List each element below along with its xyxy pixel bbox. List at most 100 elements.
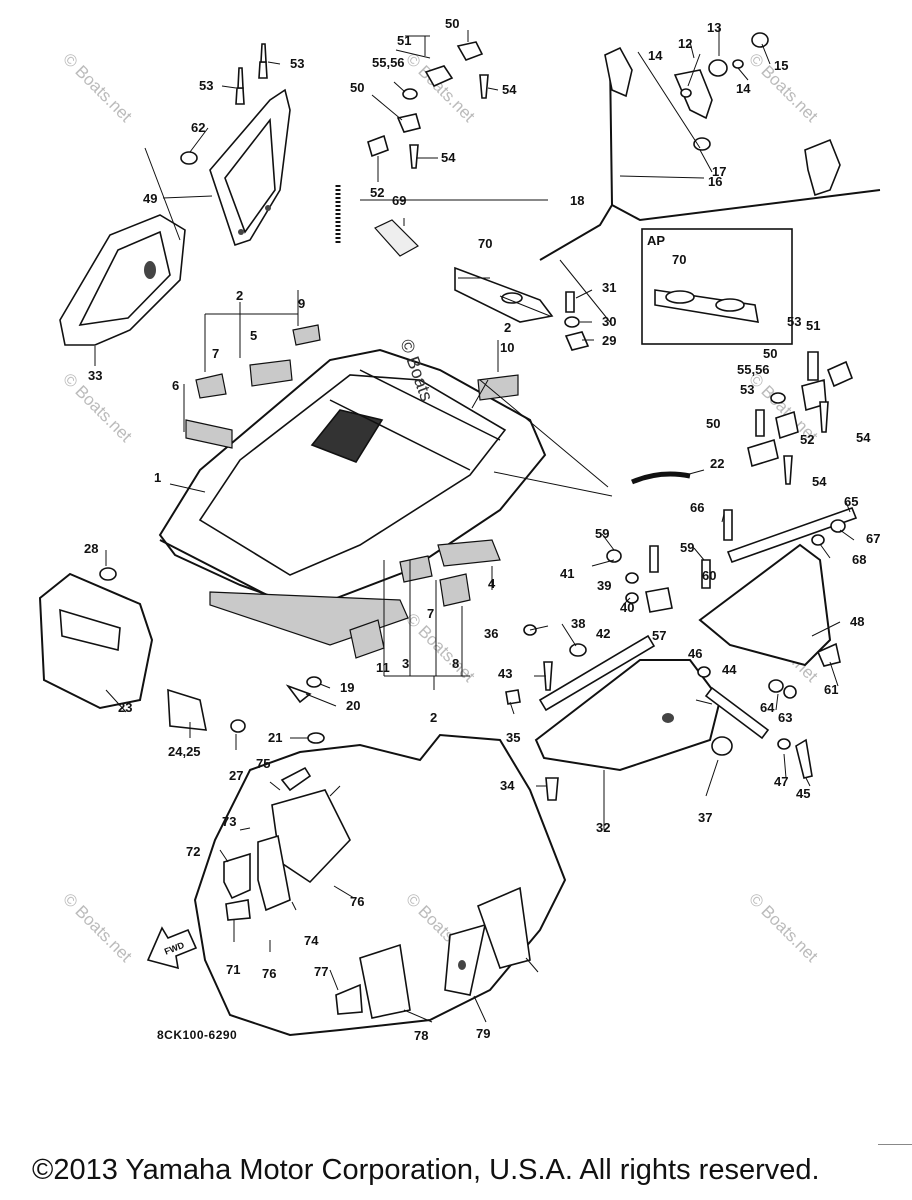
foam-pad-6 [185, 419, 233, 449]
callout: 27 [229, 768, 243, 783]
nut-26 [230, 719, 246, 733]
callout: 6 [172, 378, 179, 393]
callout: 72 [186, 844, 200, 859]
callout: 20 [346, 698, 360, 713]
callout: 11 [376, 660, 390, 675]
callout: 2 [504, 320, 511, 335]
foam-pad-10 [477, 374, 519, 401]
housing-31 [534, 659, 722, 772]
callout: 49 [143, 191, 157, 206]
callout: 61 [824, 682, 838, 697]
clip-50-a [424, 65, 454, 88]
bolt-33 [545, 777, 559, 801]
callout: 59 [595, 526, 609, 541]
callout: 45 [796, 786, 810, 801]
screw-21 [307, 732, 325, 744]
callout: 60 [702, 568, 716, 583]
callout: 55,56 [372, 55, 405, 70]
callout: 15 [774, 58, 788, 73]
nut-54-a [402, 88, 418, 100]
strip-64-pin [723, 509, 733, 541]
callout: 38 [571, 616, 585, 631]
screw-53-a [479, 74, 489, 99]
callout: 23 [118, 700, 132, 715]
callout: 54 [812, 474, 827, 489]
callout: 50 [350, 80, 364, 95]
washer-14 [680, 59, 744, 98]
callout: 53 [740, 382, 754, 397]
callout: 70 [478, 236, 492, 251]
foam-pad-5 [249, 359, 293, 387]
hull-pads [223, 766, 531, 1019]
callout: 14 [648, 48, 663, 63]
callout: 28 [84, 541, 98, 556]
bracket-24-25 [167, 688, 207, 731]
callout: 75 [256, 756, 270, 771]
callout: 35 [506, 730, 520, 745]
callout: 54 [502, 82, 517, 97]
watermark: © Boats.net [402, 609, 479, 686]
callout: 68 [852, 552, 866, 567]
clip-49-b [396, 113, 421, 133]
foam-pad-9 [292, 324, 321, 346]
callout: 74 [304, 933, 319, 948]
callout: 50 [706, 416, 720, 431]
callout: 65 [844, 494, 858, 509]
grommet-60 [180, 151, 198, 165]
callout: 5 [250, 328, 257, 343]
callout: 41 [560, 566, 574, 581]
callout: 12 [678, 36, 692, 51]
callout: 40 [620, 600, 634, 615]
pad-67 [374, 219, 419, 257]
callout: 53 [199, 78, 213, 93]
callout: 59 [680, 540, 694, 555]
callout: 2 [430, 710, 437, 725]
callout: 37 [698, 810, 712, 825]
hose-22 [631, 471, 691, 485]
callout: 57 [652, 628, 666, 643]
foam-pad-7-b [399, 555, 433, 583]
callout: 19 [340, 680, 354, 695]
callout: 34 [500, 778, 515, 793]
callout: 48 [850, 614, 864, 629]
callout: 70 [672, 252, 686, 267]
copyright-notice: ©2013 Yamaha Motor Corporation, U.S.A. A… [32, 1154, 820, 1186]
panel-47 [698, 543, 832, 667]
callout: 14 [736, 81, 751, 96]
callout: 16 [708, 174, 722, 189]
callout: 71 [226, 962, 240, 977]
ap-box-title: AP [647, 233, 665, 248]
callout: 54 [856, 430, 871, 445]
callout: 36 [484, 626, 498, 641]
foam-pad-8 [439, 573, 471, 607]
fasteners-right [523, 519, 846, 779]
plug-34 [505, 689, 521, 705]
cover-32 [59, 214, 186, 346]
callout: 1 [154, 470, 161, 485]
leader-lines [94, 26, 855, 1023]
bracket-41 [538, 634, 656, 712]
callout: 44 [722, 662, 737, 677]
callout: 53 [290, 56, 304, 71]
gasket-68 [454, 266, 554, 323]
callout: 42 [596, 626, 610, 641]
callout: 22 [710, 456, 724, 471]
cap-28 [564, 331, 590, 351]
callout: 43 [498, 666, 512, 681]
callout: 10 [500, 340, 514, 355]
cap-36 [711, 736, 733, 756]
callout: 21 [268, 730, 282, 745]
divider [878, 1144, 912, 1145]
pin-52-a [258, 43, 268, 79]
callout: 53 [787, 314, 801, 329]
callout: 77 [314, 964, 328, 979]
callout: 62 [191, 120, 205, 135]
watermark: © Boats.net [59, 889, 136, 966]
callout: 76 [262, 966, 276, 981]
foam-pad-7-a [195, 373, 227, 399]
callout: 9 [298, 296, 305, 311]
callout: 30 [602, 314, 616, 329]
callout: 29 [602, 333, 616, 348]
foam-pad-4 [437, 539, 501, 567]
callout: 3 [402, 656, 409, 671]
